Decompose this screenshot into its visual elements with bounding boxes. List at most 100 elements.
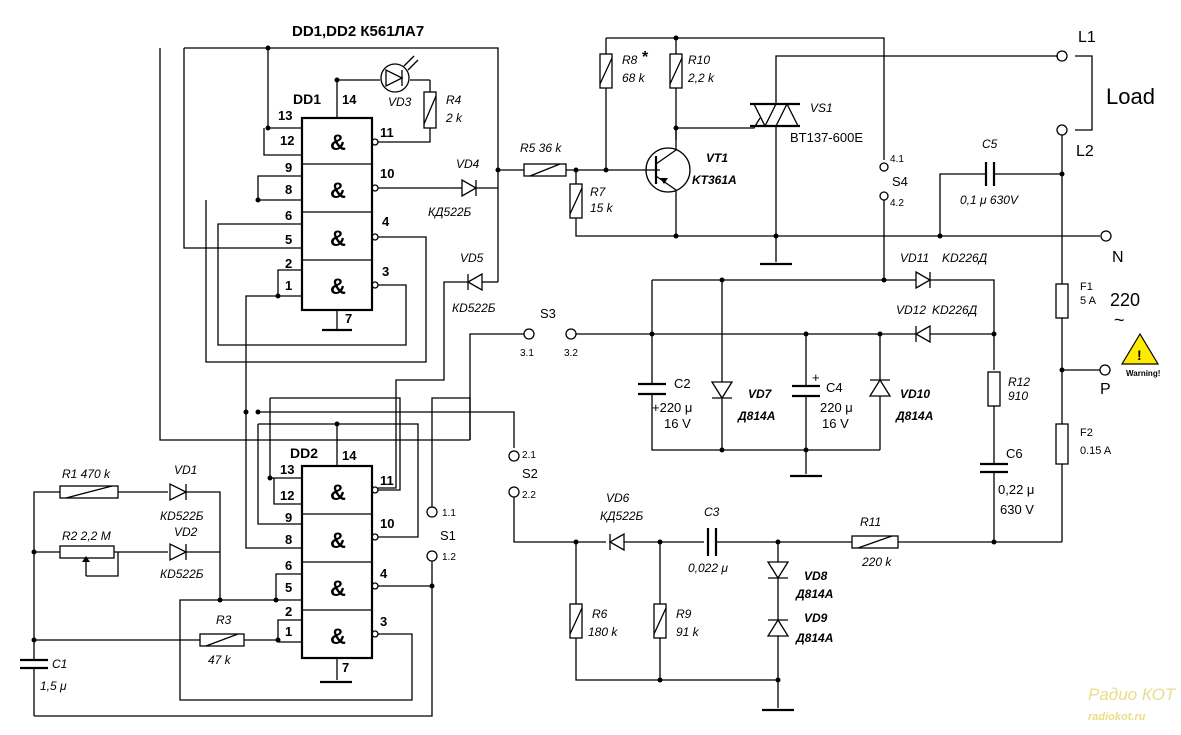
dd1-label: DD1	[293, 91, 321, 107]
r12-resistor: R12 910	[987, 371, 1030, 464]
s1-pos-2: 1.2	[442, 552, 456, 563]
vd8-label: VD8	[804, 569, 828, 583]
dd2-chip: & & & & DD2 13 12 9 8 6 5 2 1 11 10 4 3 …	[280, 424, 394, 684]
dd1-pin-8: 8	[285, 182, 292, 197]
r2-potentiometer: R2 2,2 M	[34, 529, 168, 577]
vd5-label: VD5	[460, 251, 484, 265]
r3-resistor: R3 47 k	[34, 613, 278, 667]
c6-value: 0,22 μ	[998, 482, 1034, 497]
dd2-pin-7: 7	[342, 660, 349, 675]
vd1-label: VD1	[174, 463, 197, 477]
mains-ac-symbol: ~	[1114, 310, 1125, 330]
r6-label: R6	[592, 607, 608, 621]
dd1-pin-7: 7	[345, 311, 352, 326]
r8-value: 68 k	[622, 71, 646, 85]
s2-switch: 2.1 S2 2.2	[159, 48, 606, 543]
c4-voltage: 16 V	[822, 416, 849, 431]
r11-value: 220 k	[861, 555, 892, 569]
r9-resistor: R9 91 k	[653, 542, 700, 680]
vd4-type: КД522Б	[428, 205, 472, 219]
r7-resistor: R7 15 k	[569, 170, 1100, 237]
vt1-type: KT361A	[692, 173, 737, 187]
dd2-pin-3: 3	[380, 614, 387, 629]
vd3-led: VD3	[380, 55, 419, 109]
dd2-pin-13: 13	[280, 462, 294, 477]
r10-resistor: R10 2,2 k	[669, 38, 715, 140]
schematic-title: DD1,DD2 К561ЛА7	[292, 23, 424, 40]
dd1-pin-13: 13	[278, 108, 292, 123]
s2-label: S2	[522, 466, 538, 481]
r4-value: 2 k	[445, 111, 463, 125]
c4-plus: +	[812, 370, 820, 385]
dd1-gate-3: &	[330, 226, 346, 251]
dd2-pin-4: 4	[380, 566, 388, 581]
dd1-pin-14: 14	[342, 92, 357, 107]
warning-sign: ! Warning!	[1120, 332, 1160, 378]
dd2-gate-3: &	[330, 576, 346, 601]
s1-pos-1: 1.1	[442, 508, 456, 519]
s2-pos-2: 2.2	[522, 490, 536, 501]
dd2-pin-9: 9	[285, 510, 292, 525]
r8-label: R8	[622, 53, 638, 67]
vd10-label: VD10	[900, 387, 930, 401]
c3-capacitor: C3 0,022 μ	[688, 505, 852, 575]
dd2-pin-5: 5	[285, 580, 292, 595]
r8-resistor: R8 * 68 k	[599, 38, 649, 170]
c6-label: C6	[1006, 446, 1023, 461]
c6-voltage: 630 V	[1000, 502, 1034, 517]
dd1-pin-2: 2	[285, 256, 292, 271]
vd2-label: VD2	[174, 525, 198, 539]
vd10-zener: VD10 Д814А	[868, 334, 933, 450]
l2-terminal-label: L2	[1076, 143, 1094, 160]
dd2-pin-1: 1	[285, 624, 292, 639]
load-terminals: L1 L2 Load	[1056, 29, 1155, 280]
dd1-wiring	[183, 47, 499, 412]
dd1-pin-1: 1	[285, 278, 292, 293]
watermark-url: radiokot.ru	[1088, 711, 1146, 723]
f2-label: F2	[1080, 427, 1093, 439]
vd7-type: Д814А	[737, 409, 775, 423]
vs1-label: VS1	[810, 101, 833, 115]
c3-label: C3	[704, 505, 720, 519]
r10-value: 2,2 k	[687, 71, 715, 85]
r4-label: R4	[446, 93, 462, 107]
dd2-pin-8: 8	[285, 532, 292, 547]
r6-value: 180 k	[588, 625, 618, 639]
s1-switch: 1.1 S1 1.2	[34, 397, 471, 717]
vd12-type: KD226Д	[932, 303, 978, 317]
dd1-pin-6: 6	[285, 208, 292, 223]
vd9-zener: VD9 Д814А	[766, 578, 833, 708]
c1-value: 1,5 μ	[40, 679, 67, 693]
vs1-type: BT137-600E	[790, 130, 863, 145]
dd1-pin-3: 3	[382, 264, 389, 279]
dd2-gate-2: &	[330, 528, 346, 553]
c5-label: C5	[982, 137, 998, 151]
c1-label: C1	[52, 657, 67, 671]
s2-pos-1: 2.1	[522, 450, 536, 461]
vs1-triac: VS1 BT137-600E	[676, 55, 1058, 266]
dd2-pin-10: 10	[380, 516, 394, 531]
r11-resistor: R11 220 k	[851, 515, 1062, 569]
r7-label: R7	[590, 185, 607, 199]
vd7-zener: VD7 Д814А	[710, 280, 775, 450]
r7-value: 15 k	[590, 201, 614, 215]
watermark-logo: Радио КОТ radiokot.ru	[1088, 685, 1177, 723]
r4-resistor: R4 2 k	[423, 91, 463, 129]
n-terminal: N	[1100, 230, 1124, 266]
c2-value: +220 μ	[652, 400, 692, 415]
vt1-transistor: VT1 KT361A	[645, 128, 737, 236]
vd1-type: КD522Б	[160, 509, 204, 523]
vd4-label: VD4	[456, 157, 480, 171]
c4-value: 220 μ	[820, 400, 853, 415]
dd2-pin-2: 2	[285, 604, 292, 619]
c2-voltage: 16 V	[664, 416, 691, 431]
p-terminal: P	[1062, 364, 1111, 398]
dd2-pin-11: 11	[380, 473, 394, 488]
f2-value: 0.15 A	[1080, 445, 1112, 457]
r8-mark: *	[642, 49, 649, 66]
load-label: Load	[1106, 84, 1155, 109]
mains-voltage: 220	[1110, 290, 1140, 310]
vd8-zener: VD8 Д814А	[766, 542, 833, 601]
r6-resistor: R6 180 k	[569, 542, 778, 681]
